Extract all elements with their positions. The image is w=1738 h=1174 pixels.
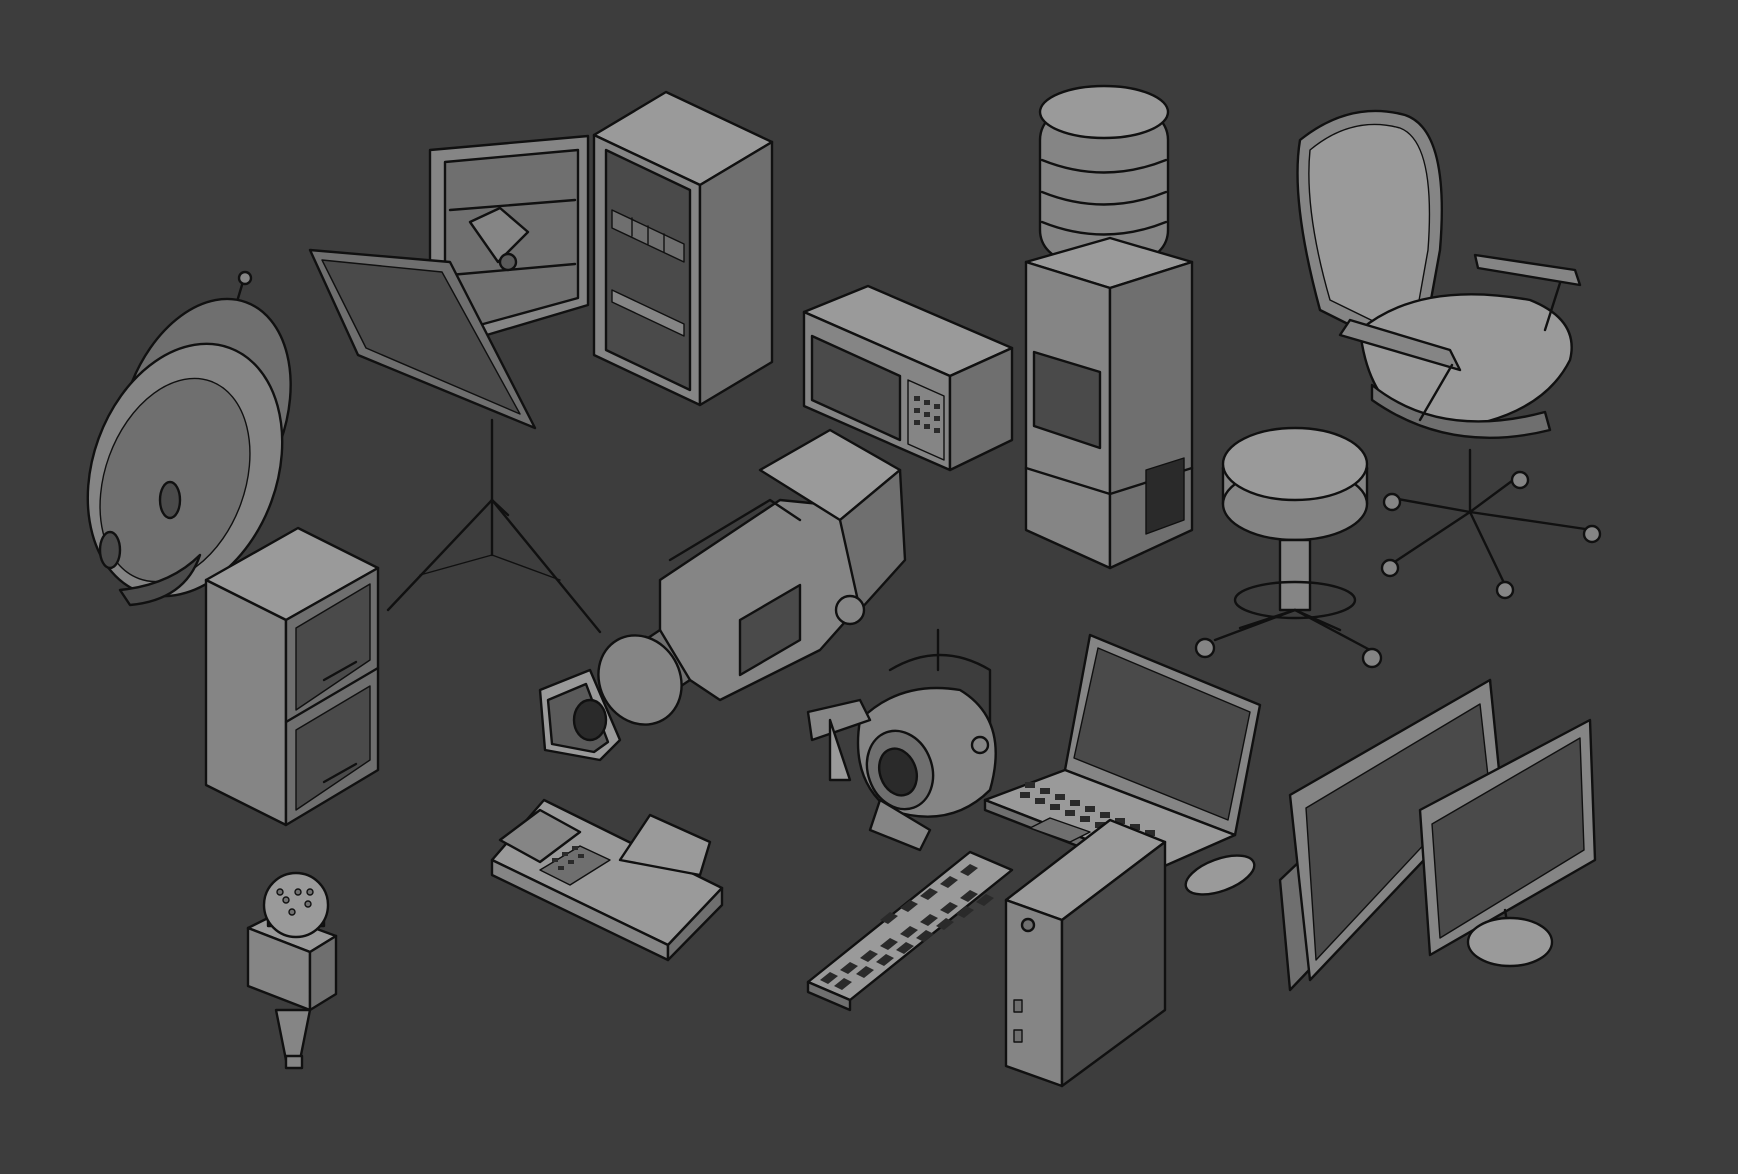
dual-monitors[interactable]: [1278, 678, 1597, 992]
computer-mouse[interactable]: [1181, 848, 1260, 903]
video-camera[interactable]: [538, 428, 907, 762]
handheld-microphone[interactable]: [246, 871, 338, 1070]
keyboard[interactable]: [806, 850, 1014, 1012]
microwave[interactable]: [802, 284, 1014, 472]
softbox-light-on-tripod[interactable]: [308, 206, 602, 634]
stage-spotlight[interactable]: [806, 628, 997, 852]
fridge-open[interactable]: [428, 90, 774, 407]
office-chair[interactable]: [1296, 109, 1602, 600]
bar-stool[interactable]: [1194, 426, 1383, 669]
laptop[interactable]: [983, 633, 1262, 880]
water-cooler[interactable]: [1024, 84, 1194, 570]
filing-cabinet[interactable]: [204, 526, 380, 827]
fax-machine[interactable]: [490, 798, 724, 962]
desktop-tower-pc[interactable]: [1004, 818, 1167, 1088]
wall-clock-smiley-sign[interactable]: [54, 270, 321, 624]
